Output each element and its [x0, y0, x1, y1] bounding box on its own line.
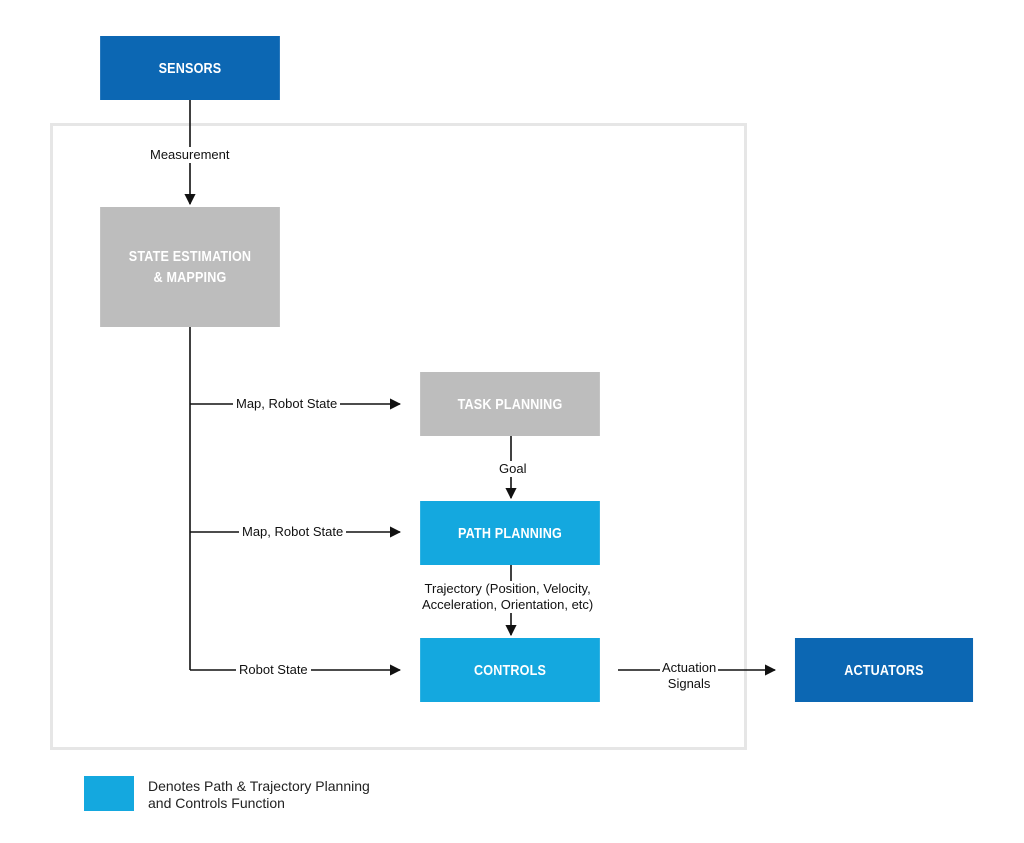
controls-node: CONTROLS: [420, 638, 600, 702]
trajectory-label: Trajectory (Position, Velocity, Accelera…: [420, 581, 596, 613]
legend-text-line1: Denotes Path & Trajectory Planning: [148, 778, 370, 794]
controls-label: CONTROLS: [473, 661, 547, 679]
actuation-signals-label: Actuation Signals: [660, 660, 719, 692]
task-planning-node: TASK PLANNING: [420, 372, 600, 436]
robot-state-label: Robot State: [236, 662, 311, 678]
map-robot-state-path-label: Map, Robot State: [239, 524, 347, 540]
sensors-label: SENSORS: [158, 59, 222, 77]
goal-label: Goal: [497, 461, 529, 477]
trajectory-label-line2: Acceleration, Orientation, etc): [422, 597, 594, 612]
actuators-node: ACTUATORS: [794, 638, 974, 702]
map-robot-state-task-label: Map, Robot State: [233, 396, 341, 412]
actuation-label-line1: Actuation: [662, 660, 717, 675]
system-boundary-frame: [50, 123, 747, 750]
legend-text: Denotes Path & Trajectory Planning and C…: [148, 778, 408, 812]
path-planning-label: PATH PLANNING: [458, 524, 562, 542]
trajectory-label-line1: Trajectory (Position, Velocity,: [424, 581, 591, 596]
actuation-label-line2: Signals: [667, 676, 711, 691]
legend-text-line2: and Controls Function: [148, 795, 285, 811]
task-planning-label: TASK PLANNING: [457, 395, 563, 413]
path-planning-node: PATH PLANNING: [420, 501, 600, 565]
sensors-node: SENSORS: [100, 36, 280, 100]
measurement-label: Measurement: [148, 147, 232, 163]
state-estimation-node: STATE ESTIMATION & MAPPING: [100, 207, 280, 327]
actuators-label: ACTUATORS: [844, 661, 924, 679]
state-estimation-label: STATE ESTIMATION & MAPPING: [128, 248, 252, 286]
legend-swatch: [84, 776, 134, 811]
